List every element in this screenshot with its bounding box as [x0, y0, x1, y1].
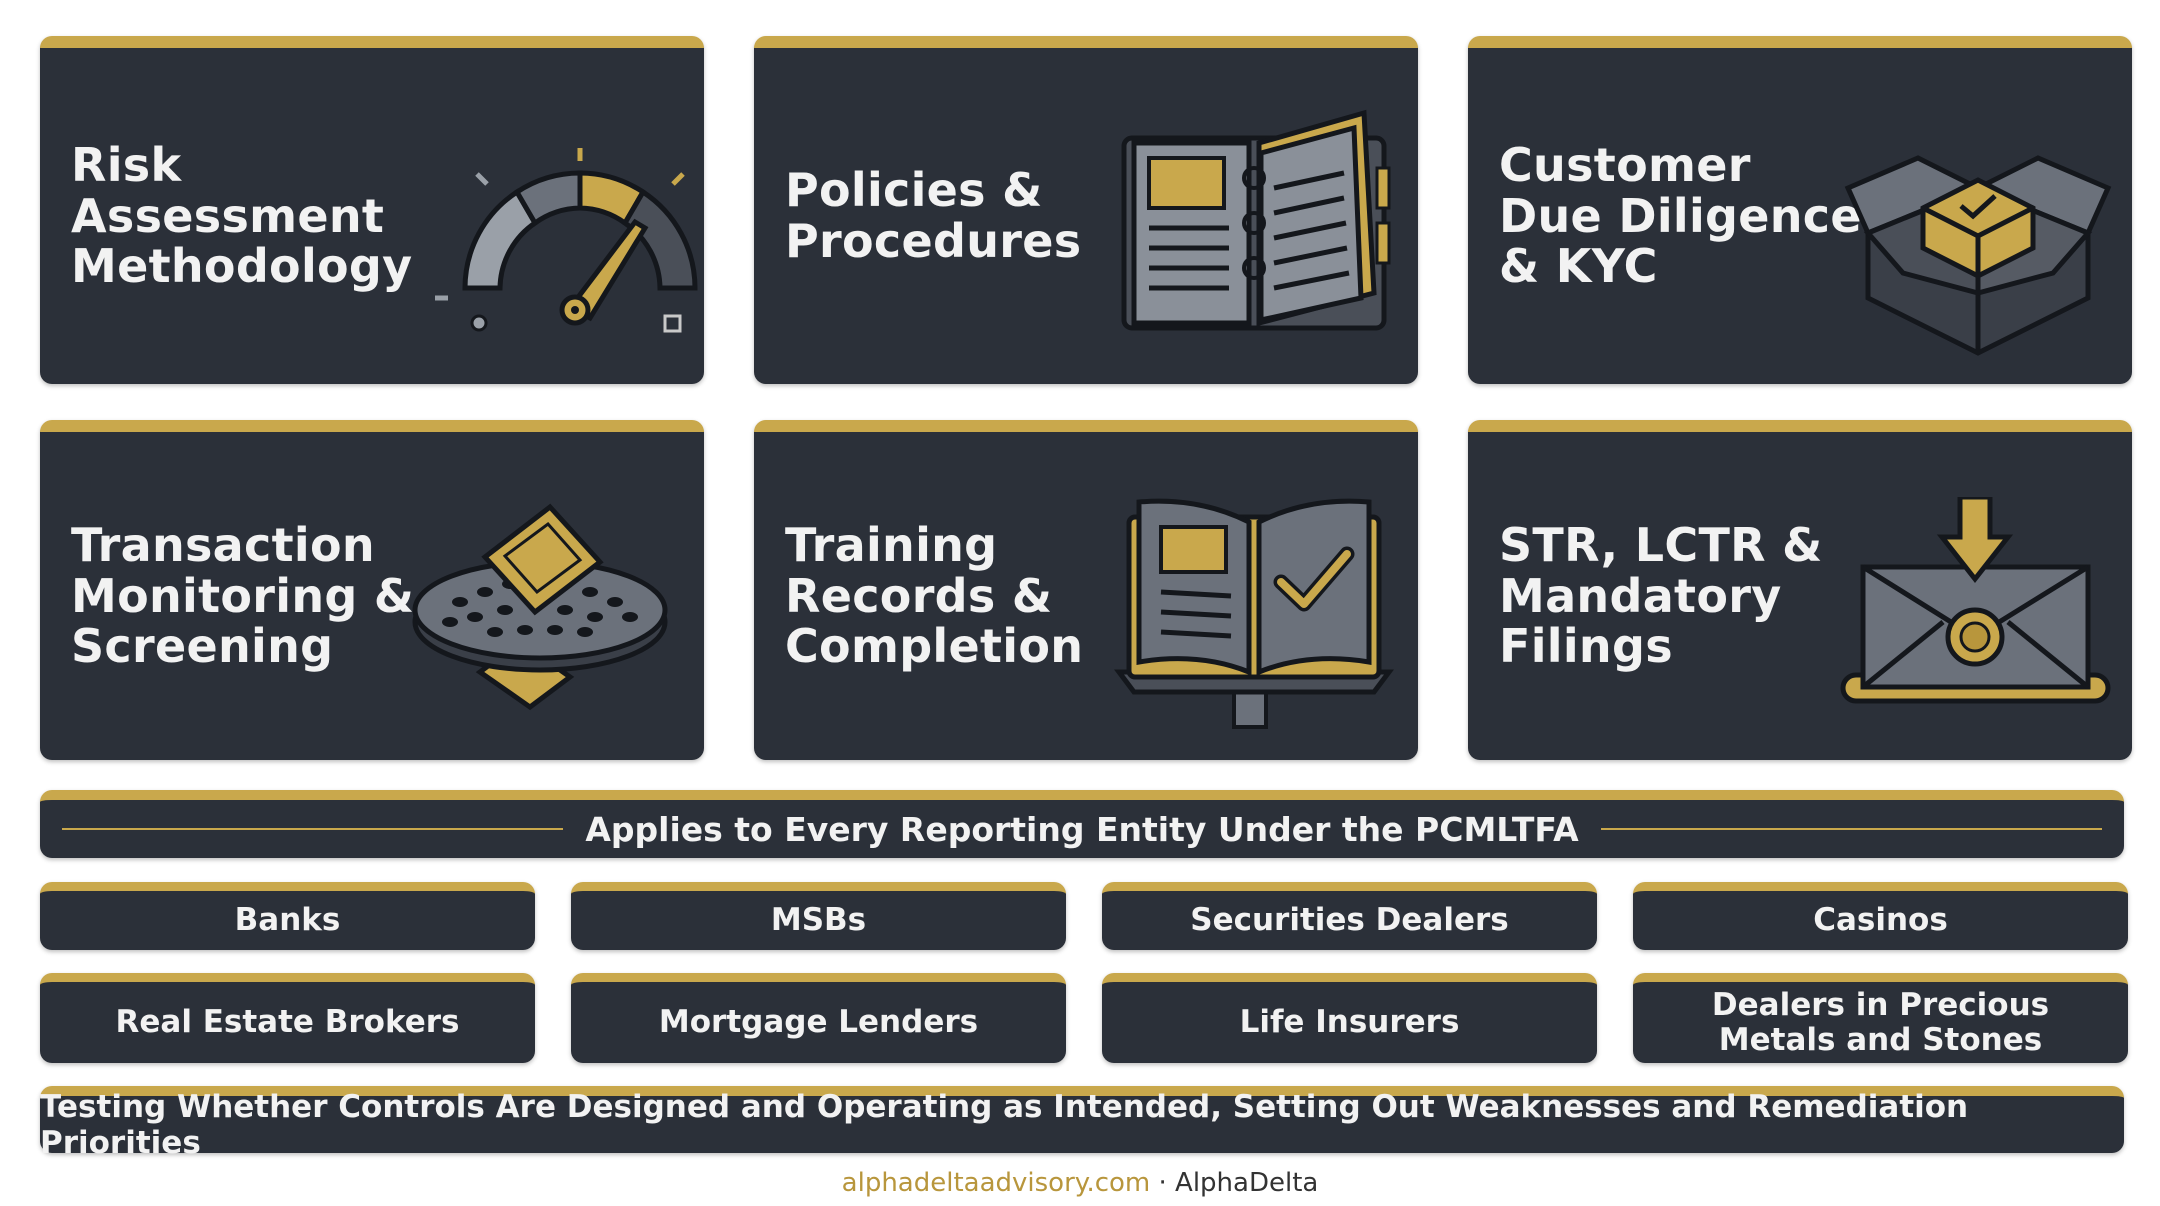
card-training-records: Training Records & Completion: [754, 420, 1418, 760]
entity-pill-msbs: MSBs: [571, 882, 1066, 950]
card-transaction-monitoring: Transaction Monitoring & Screening: [40, 420, 704, 760]
entity-pill-precious-metals-dealers: Dealers in Precious Metals and Stones: [1633, 973, 2128, 1063]
sieve-filter-icon: [412, 503, 668, 711]
footer-url-link[interactable]: alphadeltaadvisory.com: [841, 1168, 1151, 1198]
entity-pill-casinos: Casinos: [1633, 882, 2128, 950]
testing-banner: Testing Whether Controls Are Designed an…: [40, 1086, 2124, 1161]
entity-pill-banks: Banks: [40, 882, 535, 950]
card-policies-procedures: Policies & Procedures: [754, 36, 1418, 384]
card-title: Risk Assessment Methodology: [71, 138, 413, 294]
entity-pill-securities-dealers: Securities Dealers: [1102, 882, 1597, 950]
divider-line-left: [62, 828, 564, 830]
sealed-envelope-icon: [1840, 497, 2111, 704]
entity-label: Securities Dealers: [1190, 902, 1509, 939]
open-box-checkmark-icon: [1844, 155, 2112, 356]
card-customer-due-diligence: Customer Due Diligence & KYC: [1468, 36, 2132, 384]
gauge-icon: [435, 148, 698, 333]
open-binder-icon: [1121, 109, 1391, 331]
entity-pill-life-insurers: Life Insurers: [1102, 973, 1597, 1063]
card-title: Policies & Procedures: [785, 163, 1082, 268]
card-title: STR, LCTR & Mandatory Filings: [1499, 518, 1823, 674]
book-checkmark-icon: [1114, 498, 1394, 729]
footer: alphadeltaadvisory.com · AlphaDelta: [0, 1168, 2160, 1198]
card-title: Customer Due Diligence & KYC: [1499, 138, 1862, 294]
footer-separator: ·: [1150, 1168, 1176, 1198]
card-str-lctr-filings: STR, LCTR & Mandatory Filings: [1468, 420, 2132, 760]
entity-pill-real-estate-brokers: Real Estate Brokers: [40, 973, 535, 1063]
applies-banner: Applies to Every Reporting Entity Under …: [40, 790, 2124, 858]
entity-label: Life Insurers: [1239, 1004, 1460, 1041]
card-risk-assessment: Risk Assessment Methodology: [40, 36, 704, 384]
entity-label: Real Estate Brokers: [115, 1004, 460, 1041]
testing-banner-text: Testing Whether Controls Are Designed an…: [40, 1088, 1969, 1161]
entity-label: MSBs: [770, 902, 867, 939]
entity-label: Mortgage Lenders: [658, 1004, 979, 1041]
entity-label: Dealers in Precious Metals and Stones: [1711, 986, 2050, 1058]
entity-label: Casinos: [1813, 902, 1948, 939]
footer-brand: AlphaDelta: [1175, 1168, 1319, 1198]
card-title: Transaction Monitoring & Screening: [71, 518, 415, 674]
card-title: Training Records & Completion: [785, 518, 1084, 674]
entity-pill-mortgage-lenders: Mortgage Lenders: [571, 973, 1066, 1063]
entity-label: Banks: [234, 902, 341, 939]
divider-line-right: [1600, 828, 2103, 830]
applies-banner-text: Applies to Every Reporting Entity Under …: [585, 809, 1579, 849]
